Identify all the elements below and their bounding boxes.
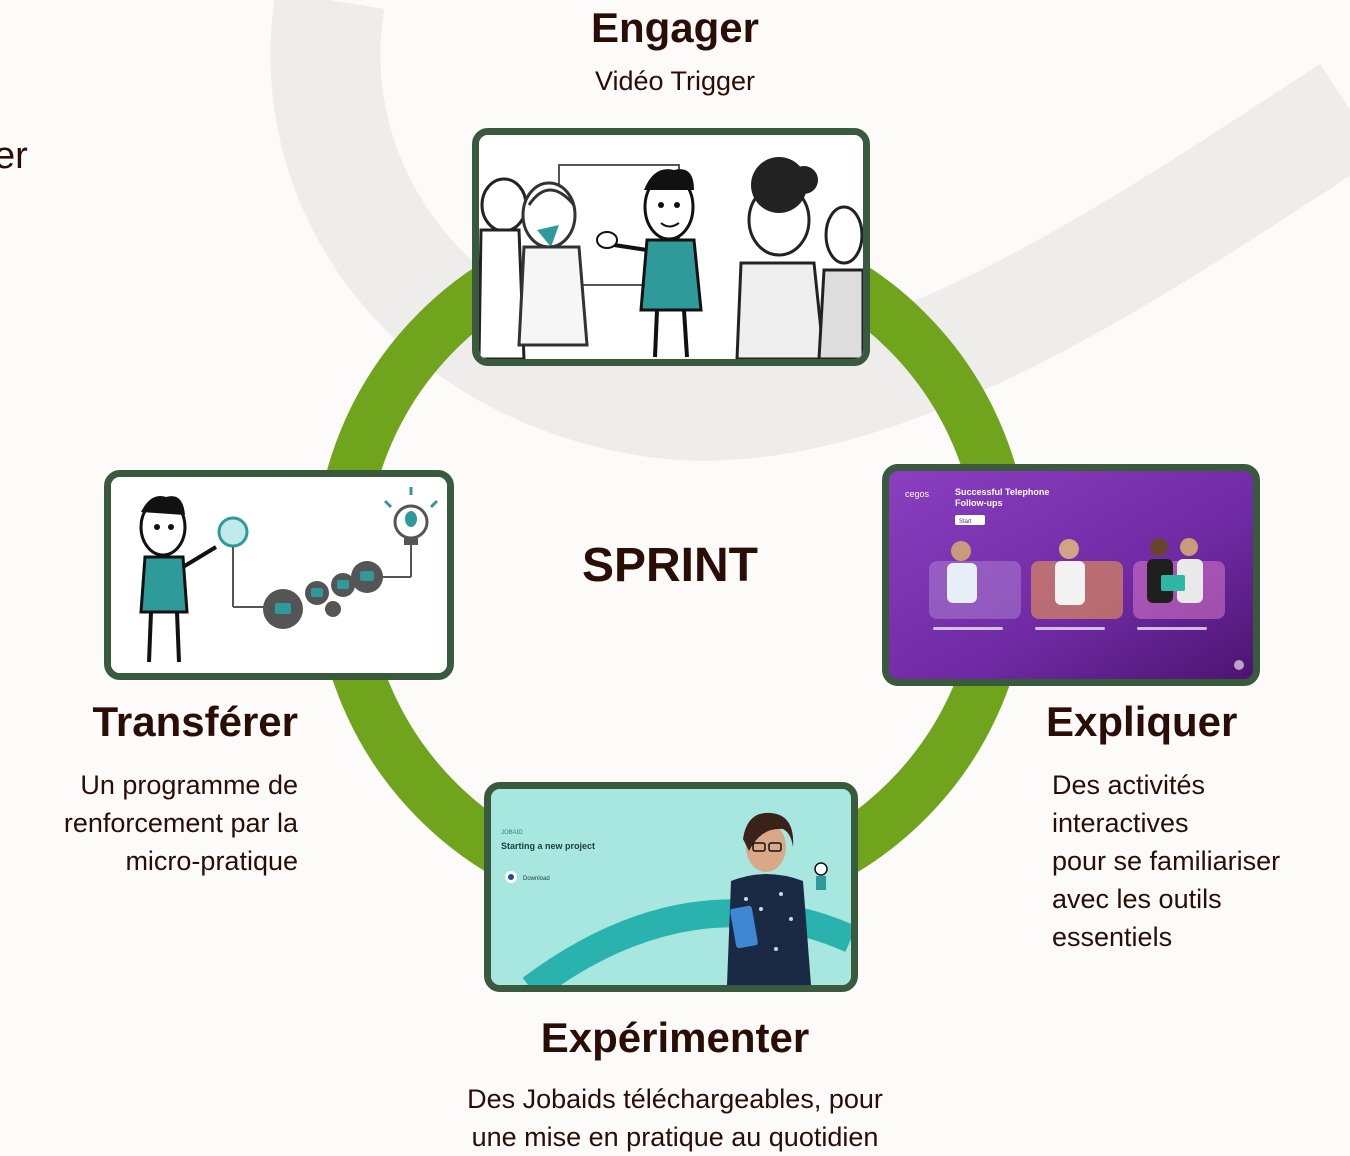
- purple-module-screen: cegos Successful Telephone Follow-ups St…: [889, 471, 1253, 679]
- stage-description-expliquer: Des activités interactives pour se famil…: [1052, 766, 1344, 956]
- description-line: renforcement par la: [63, 808, 298, 838]
- description-line: interactives: [1052, 808, 1189, 838]
- teal-jobaid-screen: JOBAID Starting a new project Download: [491, 789, 851, 985]
- stage-description-experimenter: Des Jobaids téléchargeables, pour une mi…: [400, 1080, 950, 1156]
- stage-description-engager: Vidéo Trigger: [594, 66, 756, 96]
- description-line: pour se familiariser: [1052, 846, 1281, 876]
- sketch-people-illustration: [479, 135, 863, 359]
- module-title-line-2: Follow-ups: [955, 498, 1003, 508]
- description-line: Un programme de: [80, 770, 298, 800]
- cycle-center-label: SPRINT: [581, 539, 758, 592]
- stage-title-transferer: Transférer: [92, 698, 298, 745]
- description-line: micro-pratique: [125, 846, 298, 876]
- experimenter-jobaid-screenshot[interactable]: JOBAID Starting a new project Download: [484, 782, 858, 992]
- gears-lightbulb-illustration: [111, 477, 447, 673]
- stage-title-engager: Engager: [590, 4, 760, 51]
- jobaid-title: Starting a new project: [501, 841, 595, 851]
- stage-title-expliquer: Expliquer: [1046, 698, 1238, 745]
- jobaid-kicker: JOBAID: [501, 830, 523, 836]
- description-line: Des activités: [1052, 770, 1206, 800]
- module-title-line-1: Successful Telephone: [955, 487, 1049, 497]
- description-line: avec les outils: [1052, 884, 1222, 914]
- transferer-illustration[interactable]: [104, 470, 454, 680]
- module-logo: cegos: [905, 489, 930, 499]
- description-line: essentiels: [1052, 922, 1173, 952]
- cut-off-text: er: [0, 135, 28, 177]
- description-line: Des Jobaids téléchargeables, pour: [467, 1084, 883, 1114]
- module-start-button: Start: [959, 519, 972, 525]
- stage-description-transferer: Un programme de renforcement par la micr…: [10, 766, 298, 880]
- expliquer-module-screenshot[interactable]: cegos Successful Telephone Follow-ups St…: [882, 464, 1260, 686]
- jobaid-download-link: Download: [523, 876, 550, 882]
- stage-title-experimenter: Expérimenter: [540, 1014, 810, 1061]
- description-line: une mise en pratique au quotidien: [471, 1122, 879, 1152]
- engager-video-thumbnail[interactable]: [472, 128, 870, 366]
